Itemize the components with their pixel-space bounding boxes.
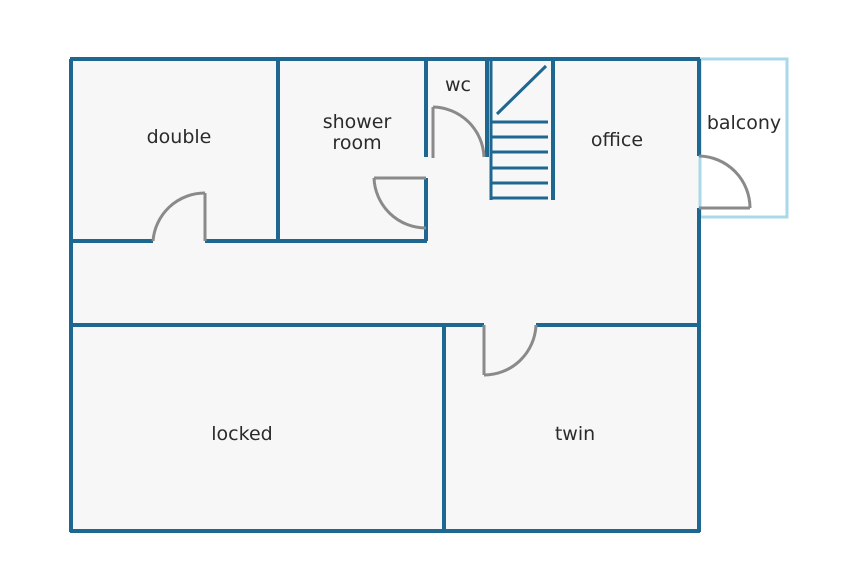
walls: [69, 57, 701, 533]
staircase-icon: [489, 59, 548, 200]
room-label-shower-line2: room: [332, 132, 381, 154]
door-swing-icon[interactable]: [698, 154, 752, 210]
door-swing-icon[interactable]: [372, 176, 427, 230]
room-label-wc: wc: [445, 74, 471, 96]
room-label-office: office: [591, 129, 643, 151]
room-label-double: double: [147, 126, 212, 148]
floor-area: [70, 59, 700, 532]
door-swing-icon[interactable]: [482, 324, 538, 377]
room-label-locked: locked: [211, 423, 272, 445]
balcony-outline: [698, 57, 789, 219]
door-swing-icon[interactable]: [432, 105, 486, 158]
room-label-shower-line1: shower: [323, 111, 392, 133]
room-label-balcony: balcony: [707, 112, 781, 134]
door-swing-icon[interactable]: [151, 191, 207, 242]
room-label-twin: twin: [555, 423, 595, 445]
